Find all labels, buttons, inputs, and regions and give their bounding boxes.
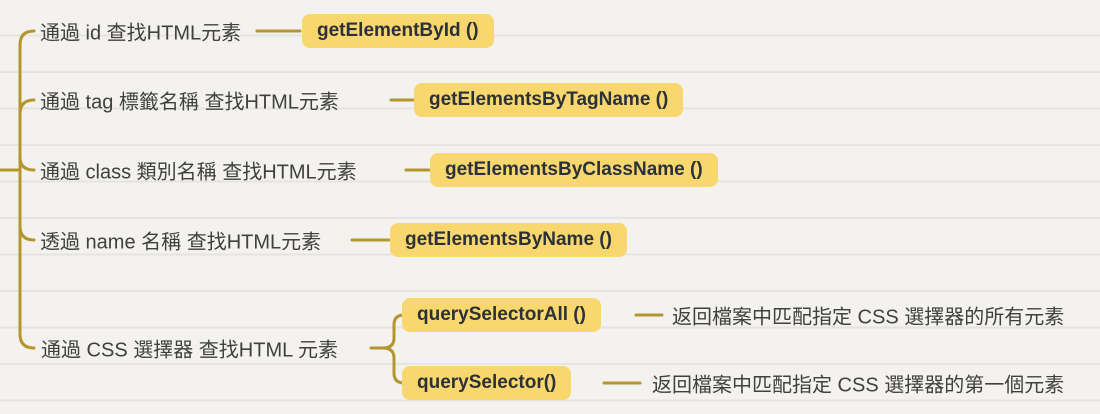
method-node-get-elements-by-class-name[interactable]: getElementsByClassName () [430,153,718,187]
method-node-query-selector[interactable]: querySelector() [402,366,572,400]
description-query-selector-all[interactable]: 返回檔案中匹配指定 CSS 選擇器的所有元素 [672,306,1065,329]
branch-hook-class [18,155,36,172]
topic-find-by-css-selector[interactable]: 通過 CSS 選擇器 查找HTML 元素 [41,339,339,362]
fork-lower-line [381,346,411,385]
method-node-get-elements-by-tag-name[interactable]: getElementsByTagName () [414,83,684,117]
trunk-line [18,29,36,350]
topic-find-by-id[interactable]: 通過 id 查找HTML元素 [40,22,242,45]
branch-hook-tag [18,98,36,116]
description-query-selector[interactable]: 返回檔案中匹配指定 CSS 選擇器的第一個元素 [652,374,1065,397]
topic-find-by-tag[interactable]: 通過 tag 標籤名稱 查找HTML元素 [40,91,339,114]
topic-find-by-name[interactable]: 透過 name 名稱 查找HTML元素 [40,231,322,254]
topic-find-by-class[interactable]: 通過 class 類別名稱 查找HTML元素 [40,161,357,184]
method-node-get-elements-by-name[interactable]: getElementsByName () [390,223,627,257]
method-node-query-selector-all[interactable]: querySelectorAll () [402,298,601,332]
branch-hook-name [18,224,36,242]
method-node-get-element-by-id[interactable]: getElementById () [302,14,494,48]
